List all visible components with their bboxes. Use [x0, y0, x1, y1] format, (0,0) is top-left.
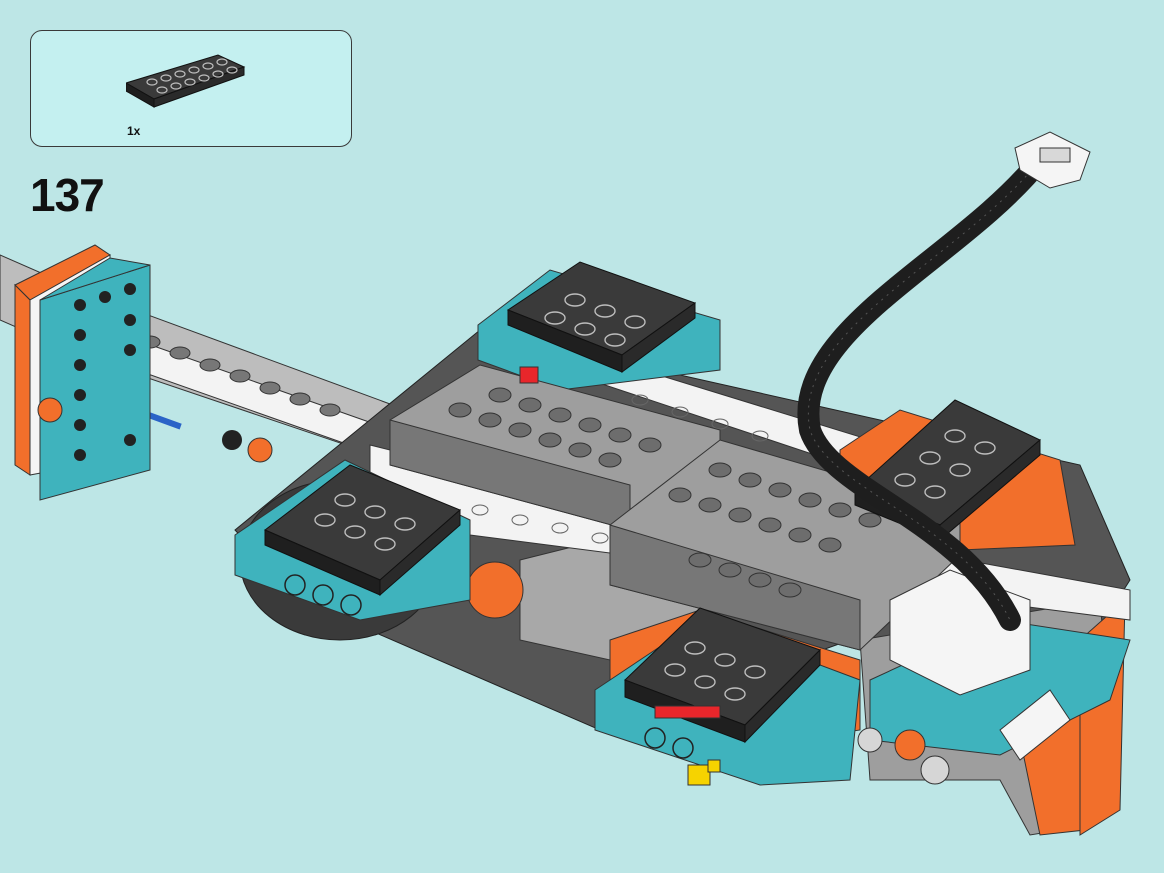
left-upright-stack: [14, 244, 151, 501]
black-plate-front-left: [264, 464, 461, 597]
black-plate-back: [506, 261, 697, 373]
parts-callout: 1x: [30, 30, 352, 147]
step-number: 137: [30, 169, 105, 221]
black-plates: [264, 261, 1041, 744]
red-connector: [519, 366, 539, 384]
sensor-cable: [797, 131, 1091, 631]
part-quantity: 1x: [127, 124, 141, 138]
black-plate-icon: [126, 54, 246, 108]
red-tile: [654, 705, 721, 719]
yellow-axle-connector: [687, 759, 721, 786]
